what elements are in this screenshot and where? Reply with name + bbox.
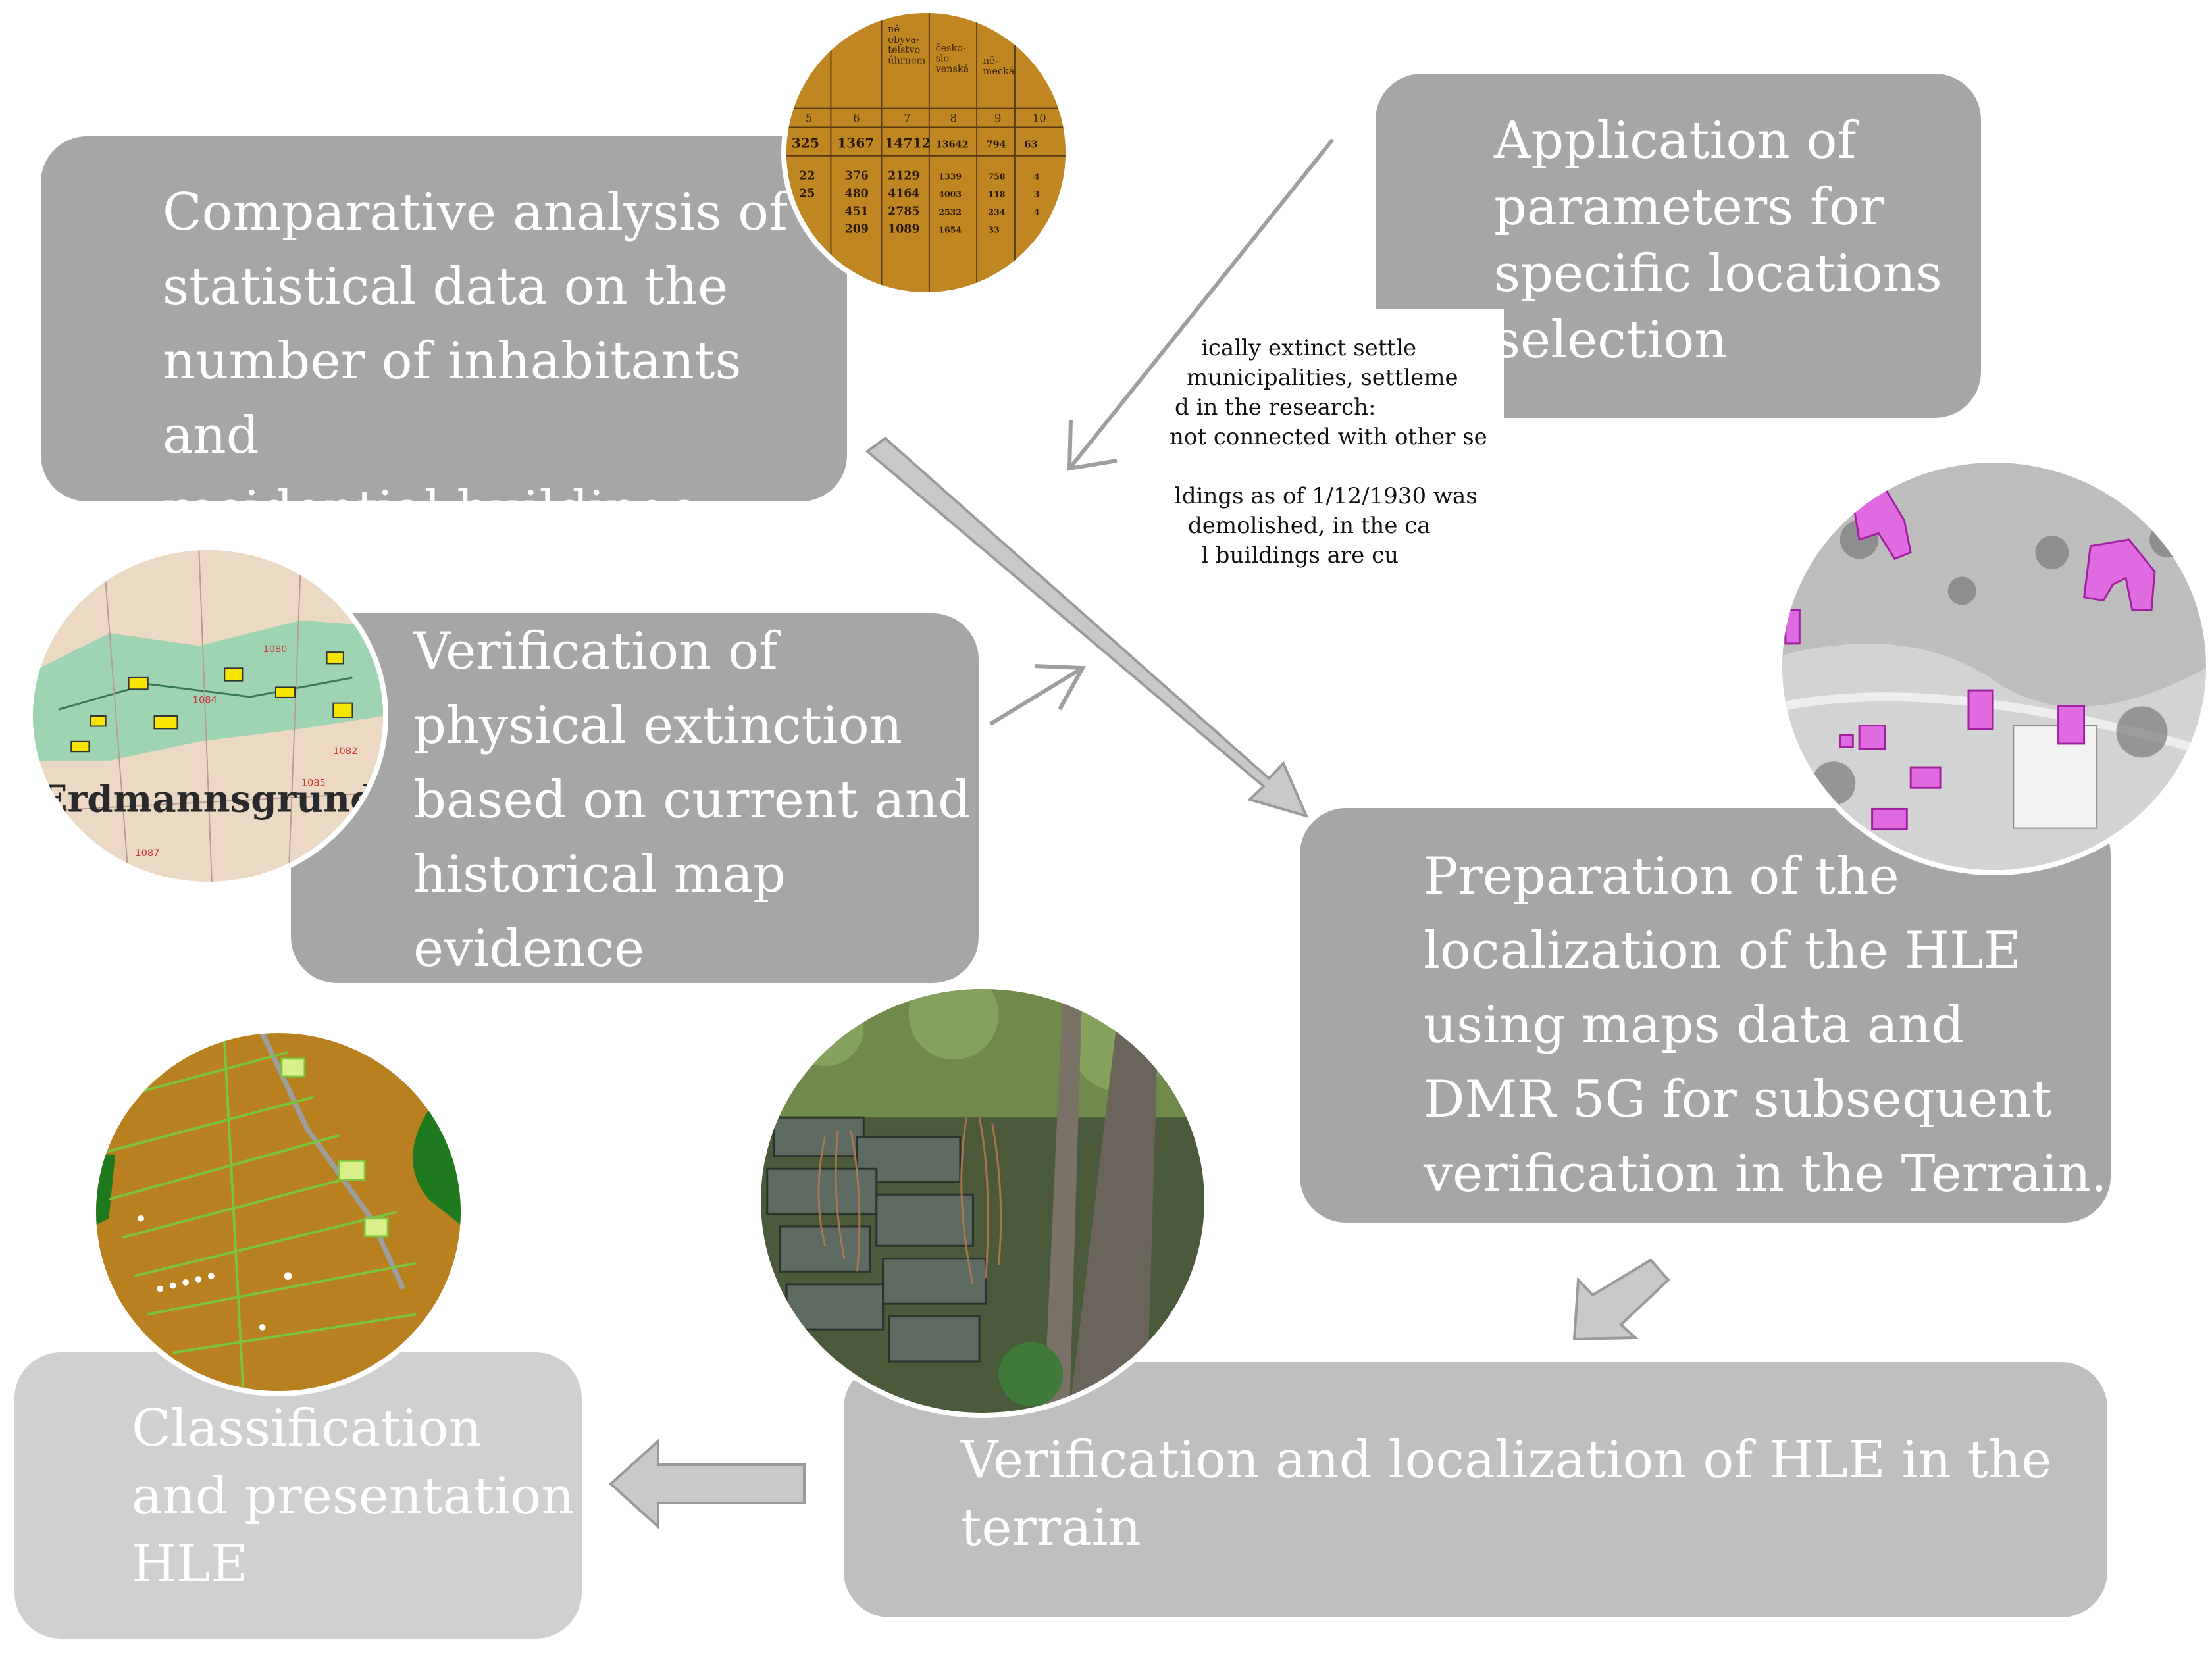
block-arrow-step5-to-step6 <box>609 1438 806 1530</box>
step-preparation-localization: Preparation of the localization of the H… <box>1300 808 2111 1223</box>
census-colnum-3: 8 <box>950 113 957 125</box>
parcel-3: 1087 <box>135 848 159 859</box>
document-snippet: ically extinct settle municipalities, se… <box>1148 290 1504 605</box>
census-cell-2-1: 480 <box>845 187 869 200</box>
thin-arrow-step2-to-document <box>1067 138 1335 471</box>
parcel-0: 1080 <box>263 644 287 655</box>
step-verification-physical-extinction-text: Verification of physical extinction base… <box>413 622 971 979</box>
census-cell-2-3: 4003 <box>939 189 962 199</box>
census-colnum-0: 5 <box>806 113 812 125</box>
census-cell-3-3: 2532 <box>939 207 962 216</box>
orthophoto-image <box>1777 457 2211 875</box>
census-cell-2-4: 118 <box>988 189 1005 199</box>
census-cell-0-1: 1367 <box>837 135 874 151</box>
census-cell-3-5: 4 <box>1034 207 1040 216</box>
census-header-3: ně-mecká <box>983 56 1015 77</box>
census-cell-0-3: 13642 <box>935 139 968 150</box>
doc-line-6: demolished, in the ca <box>1188 513 1431 539</box>
census-cell-4-2: 1089 <box>888 222 919 236</box>
census-colnum-1: 6 <box>853 113 860 125</box>
terrain-ruins-photo <box>756 984 1210 1418</box>
step-classification-presentation: Classification and presentation HLE <box>14 1352 582 1639</box>
census-cell-4-4: 33 <box>988 224 999 234</box>
parcel-2: 1085 <box>301 778 326 789</box>
doc-line-0: ically extinct settle <box>1201 335 1416 361</box>
census-header-2: česko-slo-venská <box>935 43 969 75</box>
census-cell-1-4: 758 <box>988 171 1005 181</box>
census-cell-2-5: 3 <box>1034 189 1040 199</box>
step-terrain-verification-text: Verification and localization of HLE in … <box>961 1431 2052 1558</box>
census-cell-0-0: 325 <box>792 135 819 151</box>
census-cell-3-2: 2785 <box>888 205 919 218</box>
historical-map-label: Erdmannsgrund <box>39 777 376 821</box>
historical-map-image: 1080 1084 1085 1087 1082 Erdmannsgrund <box>28 545 388 887</box>
doc-line-5: ldings as of 1/12/1930 was <box>1175 483 1478 509</box>
doc-line-7: l buildings are cu <box>1201 542 1399 569</box>
census-colnum-4: 9 <box>994 113 1001 125</box>
doc-line-2: d in the research: <box>1175 394 1376 420</box>
census-cell-3-4: 234 <box>988 207 1005 216</box>
census-cell-2-2: 4164 <box>888 187 919 200</box>
census-cell-1-0: 22 <box>799 169 815 182</box>
census-cell-0-5: 63 <box>1024 139 1037 150</box>
doc-line-3: not connected with other se <box>1170 424 1487 450</box>
census-cell-2-0: 25 <box>799 187 815 200</box>
thin-arrow-step3-to-document <box>989 664 1086 726</box>
census-cell-1-2: 2129 <box>888 169 919 182</box>
census-cell-3-1: 451 <box>845 205 869 218</box>
census-cell-1-3: 1339 <box>939 171 962 181</box>
step-verification-physical-extinction: Verification of physical extinction base… <box>291 613 979 983</box>
census-cell-4-1: 209 <box>845 222 869 236</box>
block-arrow-step4-to-step5 <box>1572 1258 1670 1341</box>
classification-map-image <box>91 1028 466 1396</box>
doc-line-1: municipalities, settleme <box>1187 365 1458 391</box>
step-comparative-analysis: Comparative analysis of statistical data… <box>41 136 847 540</box>
parcel-4: 1082 <box>333 746 357 757</box>
census-cell-1-1: 376 <box>845 169 869 182</box>
census-cell-0-4: 794 <box>987 139 1006 150</box>
step-application-of-parameters-text: Application of parameters for specific l… <box>1494 111 1942 370</box>
census-colnum-5: 10 <box>1033 113 1046 125</box>
parcel-1: 1084 <box>193 695 217 706</box>
census-colnum-2: 7 <box>904 113 910 125</box>
step-classification-presentation-text: Classification and presentation HLE <box>132 1399 575 1594</box>
census-cell-1-5: 4 <box>1034 171 1040 181</box>
step-comparative-analysis-text: Comparative analysis of statistical data… <box>163 183 788 540</box>
block-arrow-step1-to-step4 <box>865 436 1309 819</box>
census-cell-4-3: 1654 <box>939 224 962 234</box>
census-cell-0-2: 14712 <box>885 135 931 151</box>
step-preparation-localization-text: Preparation of the localization of the H… <box>1424 847 2107 1204</box>
